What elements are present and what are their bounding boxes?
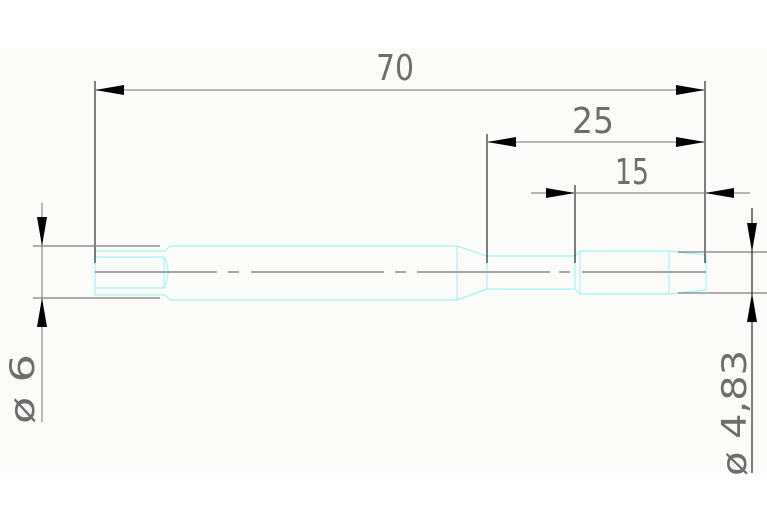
dimension-25-label: 25 <box>572 101 614 142</box>
dimension-70-label: 70 <box>376 48 414 89</box>
dimension-70: 70 <box>94 48 706 263</box>
drawing-sheet <box>0 48 767 473</box>
shaft-part <box>94 245 707 301</box>
dimension-diameter-4-83-label: ø 4,83 <box>715 350 755 476</box>
dimension-15-label: 15 <box>615 152 649 193</box>
dimension-15: 15 <box>531 152 750 263</box>
shaft-taper-bottom <box>456 288 488 301</box>
dimension-25: 25 <box>486 101 705 263</box>
dimension-diameter-6: ø 6 <box>3 203 160 424</box>
dimension-diameter-6-label: ø 6 <box>3 354 43 424</box>
dimension-diameter-4-83: ø 4,83 <box>678 208 767 476</box>
shaft-taper-top <box>456 245 488 257</box>
